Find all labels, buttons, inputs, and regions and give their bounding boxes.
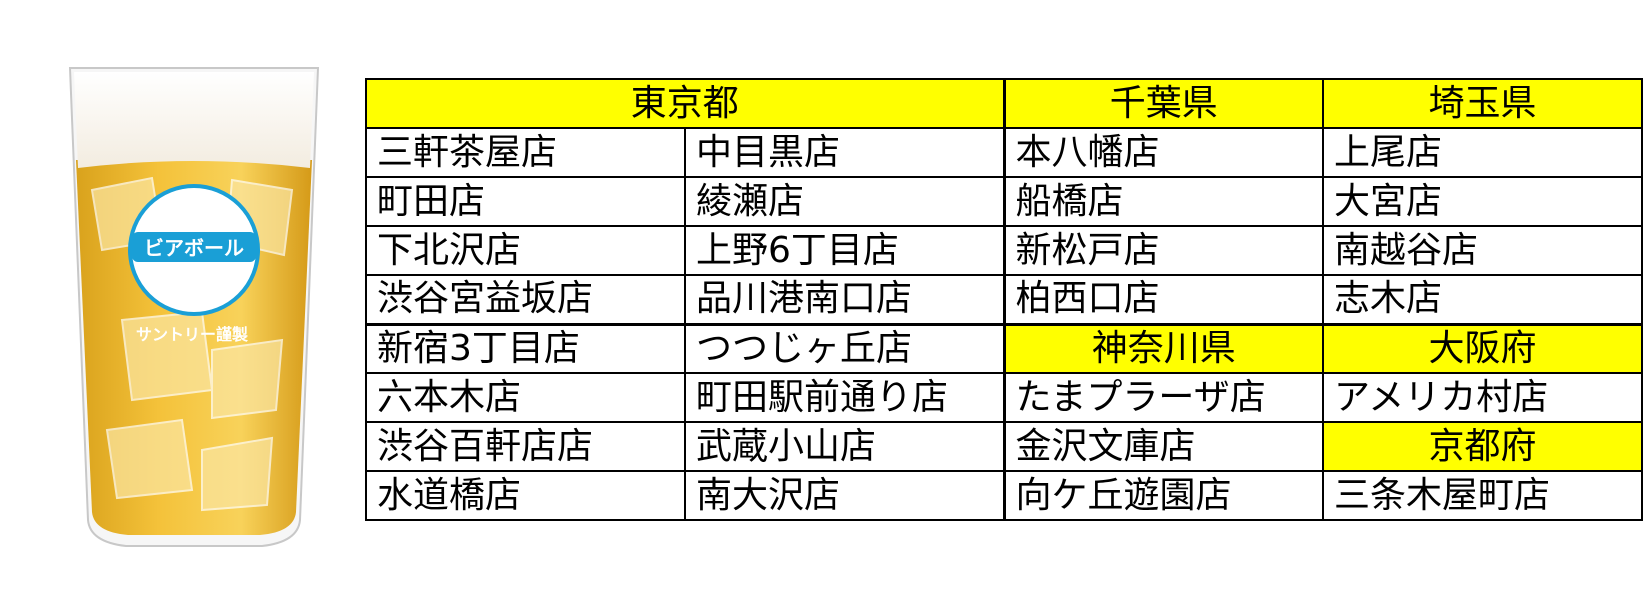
store-cell: つつじヶ丘店 [683, 323, 1006, 374]
store-cell: 渋谷宮益坂店 [365, 274, 686, 326]
store-cell: 南越谷店 [1322, 225, 1644, 276]
beer-glass-image: ビアボール サントリー謹製 [62, 50, 342, 570]
store-cell: たまプラーザ店 [1002, 372, 1325, 423]
store-cell: 町田駅前通り店 [683, 372, 1006, 423]
region-header-kanagawa: 神奈川県 [1002, 323, 1325, 374]
region-header-saitama: 埼玉県 [1322, 78, 1644, 129]
store-cell: 本八幡店 [1002, 127, 1325, 178]
store-cell: 南大沢店 [683, 470, 1006, 521]
store-cell: 三条木屋町店 [1322, 470, 1644, 521]
region-header-kyoto: 京都府 [1322, 421, 1644, 472]
store-cell: 三軒茶屋店 [365, 127, 686, 178]
store-cell: 下北沢店 [365, 225, 686, 276]
svg-text:サントリー謹製: サントリー謹製 [136, 325, 248, 344]
svg-text:ビアボール: ビアボール [144, 236, 244, 260]
store-cell: 渋谷百軒店店 [365, 421, 686, 472]
store-cell: 新宿3丁目店 [365, 323, 686, 374]
store-cell: 綾瀬店 [683, 176, 1006, 227]
store-cell: 船橋店 [1002, 176, 1325, 227]
store-list-table: 東京都 千葉県 埼玉県 三軒茶屋店 中目黒店 本八幡店 上尾店 町田店 綾瀬店 … [364, 78, 1644, 521]
store-cell: 六本木店 [365, 372, 686, 423]
store-cell: 大宮店 [1322, 176, 1644, 227]
store-cell: 志木店 [1322, 274, 1644, 326]
store-cell: 上尾店 [1322, 127, 1644, 178]
store-cell: アメリカ村店 [1322, 372, 1644, 423]
store-cell: 新松戸店 [1002, 225, 1325, 276]
store-cell: 町田店 [365, 176, 686, 227]
store-cell: 中目黒店 [683, 127, 1006, 178]
store-cell: 武蔵小山店 [683, 421, 1006, 472]
store-cell: 上野6丁目店 [683, 225, 1006, 276]
region-header-chiba: 千葉県 [1002, 78, 1325, 129]
store-cell: 柏西口店 [1002, 274, 1325, 326]
region-header-tokyo: 東京都 [364, 78, 1006, 129]
beer-glass-icon: ビアボール サントリー謹製 [68, 67, 320, 547]
region-header-osaka: 大阪府 [1322, 323, 1644, 374]
store-cell: 品川港南口店 [683, 274, 1006, 326]
store-cell: 向ケ丘遊園店 [1002, 470, 1325, 521]
store-cell: 金沢文庫店 [1002, 421, 1325, 472]
store-cell: 水道橋店 [365, 470, 686, 521]
